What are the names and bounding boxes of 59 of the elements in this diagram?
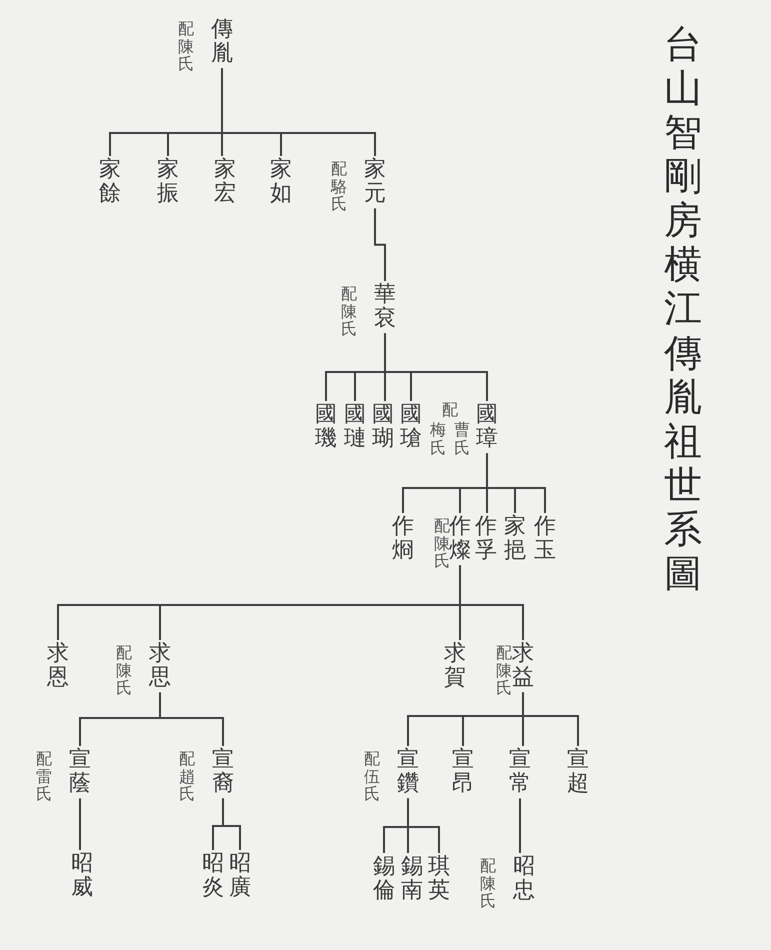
spouse-note: 梅氏: [430, 421, 446, 456]
person-name: 宣超: [567, 748, 589, 796]
person-name: 國瑚: [372, 403, 394, 452]
person-name: 求賀: [444, 642, 466, 690]
spouse-note: 配陳氏: [434, 517, 450, 570]
person-name: 作烱: [392, 515, 414, 564]
lineage-line: [522, 692, 579, 746]
person-name: 求益: [512, 642, 534, 690]
person-name: 作孚: [475, 515, 497, 564]
person-name: 昭炎: [202, 852, 224, 900]
person-name: 宣昂: [452, 748, 474, 796]
person-name: 求恩: [47, 642, 69, 690]
person-name: 傳胤: [211, 18, 233, 66]
spouse-note: 配陳氏: [116, 644, 132, 697]
person-name: 家振: [157, 158, 179, 206]
person-name: 作玉: [534, 515, 556, 564]
spouse-note: 配陳氏: [496, 644, 512, 697]
person-name: 作燦: [449, 515, 471, 564]
person-name: 昭威: [71, 852, 93, 900]
person-name: 錫倫: [373, 855, 395, 904]
person-name: 家挹: [504, 515, 526, 564]
person-name: 錫南: [401, 855, 423, 904]
spouse-note: 配陳氏: [341, 285, 357, 338]
person-name: 國璣: [315, 403, 337, 452]
spouse-note: 配駱氏: [331, 160, 347, 213]
spouse-note: 配陳氏: [178, 20, 194, 73]
spouse-note: 配伍氏: [364, 750, 380, 803]
lineage-line: [519, 798, 521, 853]
title: 台山智剛房横江傳胤祖世系圖: [664, 22, 702, 596]
lineage-line: [79, 798, 81, 850]
person-name: 宣裔: [212, 748, 234, 796]
person-name: 國璉: [344, 403, 366, 452]
person-name: 宣鑽: [397, 748, 419, 796]
spouse-note: 配雷氏: [36, 750, 52, 803]
lineage-line: [459, 565, 524, 640]
person-name: 宣常: [509, 748, 531, 796]
lineage-line: [222, 798, 241, 850]
lineage-line: [374, 208, 386, 281]
person-name: 家宏: [214, 158, 236, 206]
person-name: 家如: [270, 158, 292, 206]
person-name: 昭廣: [229, 852, 251, 900]
person-name: 華袞: [374, 283, 396, 332]
spouse-note: 配陳氏: [480, 857, 496, 910]
person-name: 求思: [149, 642, 171, 690]
person-name: 昭忠: [513, 855, 535, 904]
person-name: 國璋: [476, 403, 498, 452]
person-name: 家元: [364, 158, 386, 206]
spouse-note: 曹氏: [454, 421, 470, 456]
lineage-line: [384, 333, 488, 401]
person-name: 宣蔭: [69, 748, 91, 796]
lineage-line: [486, 453, 546, 513]
spouse-note: 配: [442, 401, 458, 419]
spouse-note: 配趙氏: [179, 750, 195, 803]
person-name: 琪英: [428, 855, 450, 904]
lineage-line: [221, 68, 376, 156]
person-name: 家餘: [99, 158, 121, 206]
lineage-line: [407, 798, 440, 853]
person-name: 國瑲: [400, 403, 422, 452]
lineage-line: [159, 692, 224, 746]
